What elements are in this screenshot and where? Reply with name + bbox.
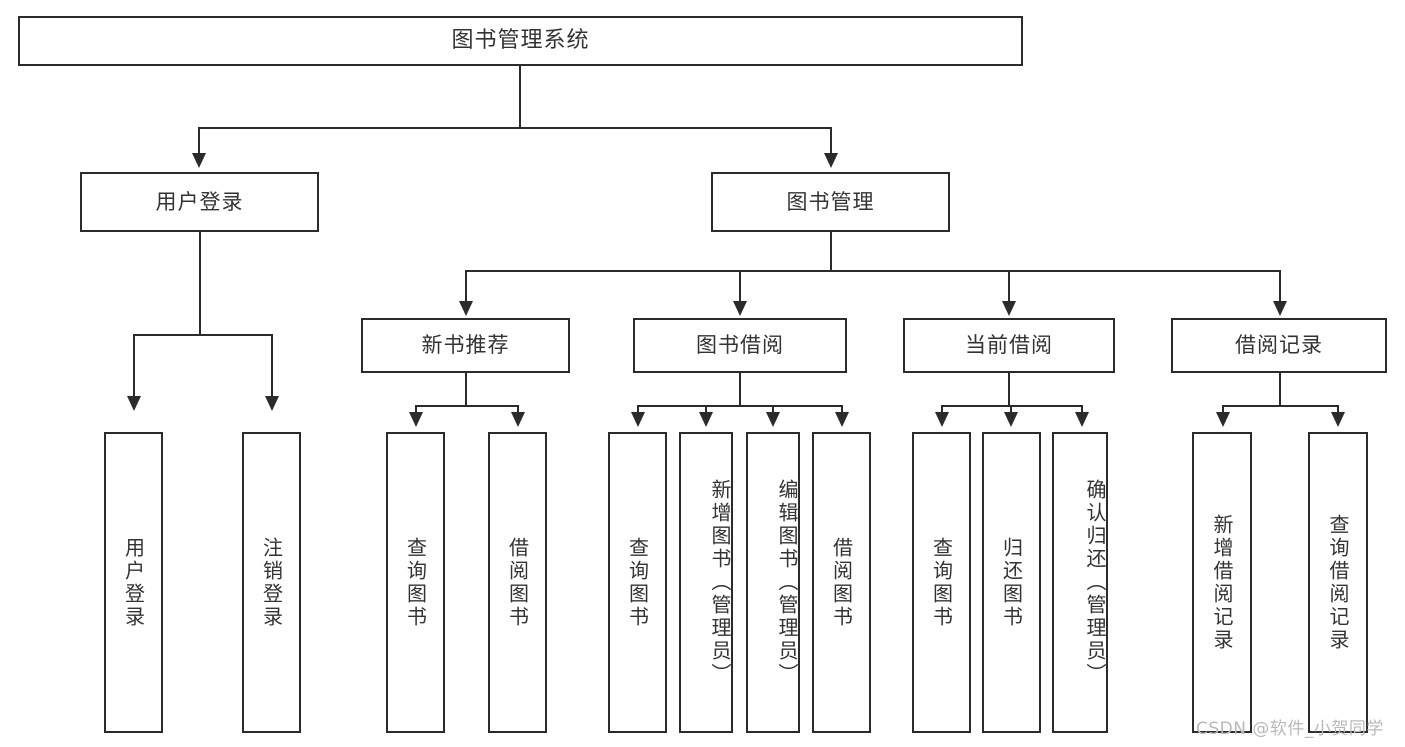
edge-book-manage-bus	[465, 270, 1281, 272]
arrow-book-manage-child-3	[1002, 301, 1016, 316]
node-label: 确认归还（管理员）	[1083, 479, 1107, 686]
node-label: 查询图书	[403, 536, 428, 629]
node-label: 图书管理系统	[451, 28, 590, 54]
edge-user-login-stem	[199, 232, 201, 335]
node-current-borrow[interactable]: 当前借阅	[903, 318, 1115, 373]
edge-book-manage-drop-3	[1008, 270, 1010, 302]
node-leaf-logout-login[interactable]: 注销登录	[242, 432, 301, 733]
arrow-borrow-record-leaf-2	[1331, 412, 1345, 427]
edge-root-stem	[519, 66, 521, 128]
edge-book-manage-drop-1	[465, 270, 467, 302]
edge-book-borrow-drop-1	[637, 405, 639, 417]
edge-book-borrow-drop-4	[841, 405, 843, 417]
node-leaf-edit-book[interactable]: 编辑图书（管理员）	[746, 432, 800, 733]
node-label: 用户登录	[155, 189, 244, 214]
edge-book-borrow-bus	[637, 405, 843, 407]
arrow-book-borrow-leaf-4	[835, 412, 849, 427]
arrow-borrow-record-leaf-1	[1216, 412, 1230, 427]
edge-book-manage-drop-2	[739, 270, 741, 302]
edge-root-to-user-login	[198, 127, 200, 155]
edge-current-borrow-drop-1	[941, 405, 943, 417]
arrow-book-manage-child-1	[459, 301, 473, 316]
edge-root-bus	[198, 127, 832, 129]
arrow-root-to-book-manage	[824, 153, 838, 168]
node-label: 编辑图书（管理员）	[775, 479, 799, 686]
node-label: 新增图书（管理员）	[708, 479, 732, 686]
node-leaf-return-book[interactable]: 归还图书	[982, 432, 1041, 733]
node-leaf-query-record[interactable]: 查询借阅记录	[1308, 432, 1368, 733]
node-leaf-confirm-return[interactable]: 确认归还（管理员）	[1052, 432, 1108, 733]
edge-new-book-drop-1	[415, 405, 417, 417]
arrow-book-manage-child-2	[733, 301, 747, 316]
node-leaf-add-record[interactable]: 新增借阅记录	[1192, 432, 1252, 733]
arrow-current-borrow-leaf-1	[935, 412, 949, 427]
arrow-book-manage-child-4	[1273, 301, 1287, 316]
node-label: 注销登录	[259, 536, 284, 629]
node-leaf-borrow-book-2[interactable]: 借阅图书	[812, 432, 871, 733]
edge-borrow-record-stem	[1279, 373, 1281, 406]
node-leaf-query-book-1[interactable]: 查询图书	[386, 432, 445, 733]
node-leaf-query-book-2[interactable]: 查询图书	[608, 432, 667, 733]
edge-current-borrow-bus	[941, 405, 1083, 407]
node-root-book-management-system[interactable]: 图书管理系统	[18, 16, 1023, 66]
node-leaf-add-book[interactable]: 新增图书（管理员）	[679, 432, 733, 733]
node-label: 新书推荐	[421, 333, 510, 358]
node-borrow-record[interactable]: 借阅记录	[1171, 318, 1387, 373]
edge-user-login-bus	[133, 334, 272, 336]
edge-current-borrow-drop-2	[1010, 405, 1012, 417]
node-label: 图书借阅	[696, 333, 784, 358]
node-label: 新增借阅记录	[1210, 513, 1234, 652]
edge-current-borrow-drop-3	[1081, 405, 1083, 417]
arrow-book-borrow-leaf-2	[699, 412, 713, 427]
csdn-watermark: CSDN @软件_小贺同学	[1196, 719, 1384, 739]
arrow-user-login-leaf-2	[265, 396, 279, 411]
node-leaf-user-login[interactable]: 用户登录	[104, 432, 163, 733]
node-label: 用户登录	[121, 536, 146, 629]
edge-user-login-drop-1	[133, 334, 135, 397]
edge-root-to-book-manage	[830, 127, 832, 155]
node-label: 借阅记录	[1235, 333, 1323, 358]
node-book-borrow[interactable]: 图书借阅	[633, 318, 847, 373]
node-label: 归还图书	[999, 536, 1024, 629]
edge-new-book-drop-2	[517, 405, 519, 417]
edge-current-borrow-stem	[1008, 373, 1010, 406]
node-new-book-recommend[interactable]: 新书推荐	[361, 318, 570, 373]
edge-book-borrow-drop-3	[772, 405, 774, 417]
node-label: 借阅图书	[829, 536, 854, 629]
edge-new-book-stem	[465, 373, 467, 406]
node-label: 借阅图书	[505, 536, 530, 629]
edge-borrow-record-drop-1	[1222, 405, 1224, 417]
edge-book-manage-drop-4	[1279, 270, 1281, 302]
arrow-user-login-leaf-1	[127, 396, 141, 411]
edge-user-login-drop-2	[271, 334, 273, 397]
node-book-management[interactable]: 图书管理	[711, 172, 950, 232]
node-label: 查询图书	[625, 536, 650, 629]
edge-borrow-record-bus	[1222, 405, 1339, 407]
node-label: 图书管理	[786, 189, 875, 214]
node-leaf-borrow-book-1[interactable]: 借阅图书	[488, 432, 547, 733]
edge-borrow-record-drop-2	[1337, 405, 1339, 417]
edge-book-borrow-drop-2	[705, 405, 707, 417]
node-label: 当前借阅	[965, 333, 1053, 358]
node-user-login[interactable]: 用户登录	[80, 172, 319, 232]
arrow-current-borrow-leaf-2	[1004, 412, 1018, 427]
node-label: 查询图书	[929, 536, 954, 629]
arrow-root-to-user-login	[192, 153, 206, 168]
node-label: 查询借阅记录	[1326, 513, 1350, 652]
arrow-new-book-leaf-2	[511, 412, 525, 427]
arrow-current-borrow-leaf-3	[1075, 412, 1089, 427]
edge-new-book-bus	[415, 405, 519, 407]
arrow-book-borrow-leaf-3	[766, 412, 780, 427]
edge-book-borrow-stem	[739, 373, 741, 406]
arrow-book-borrow-leaf-1	[631, 412, 645, 427]
node-leaf-query-book-3[interactable]: 查询图书	[912, 432, 971, 733]
arrow-new-book-leaf-1	[409, 412, 423, 427]
edge-book-manage-stem	[830, 232, 832, 272]
